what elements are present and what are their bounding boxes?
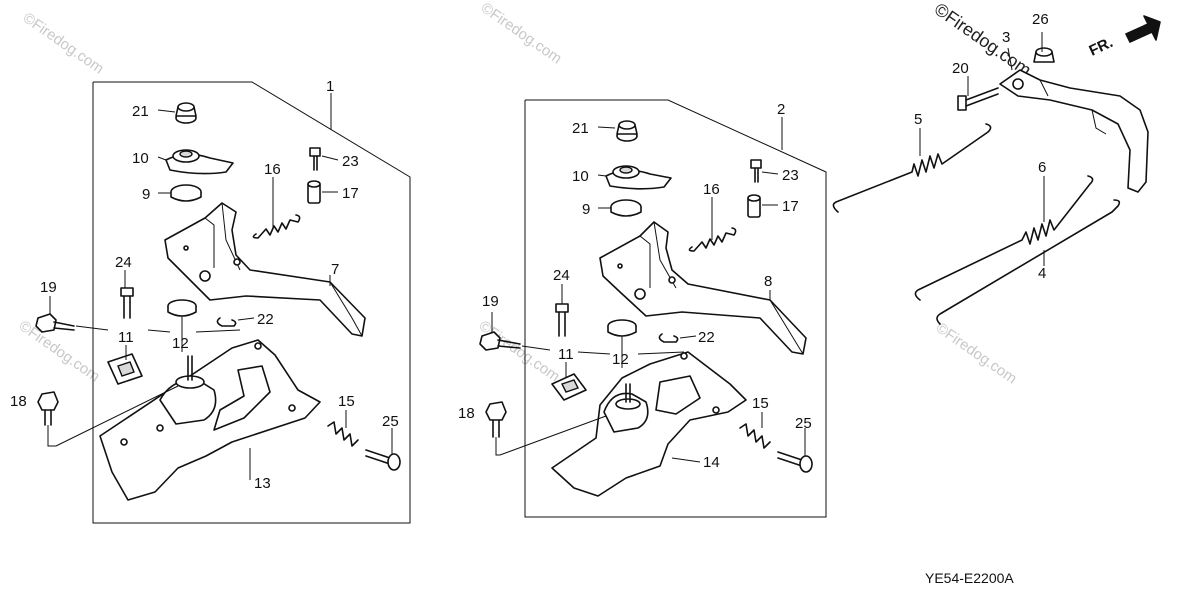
left-assembly-frame [92,81,411,524]
callout-17-middle: 17 [782,198,799,215]
front-direction-label: FR. [1087,34,1116,60]
part-20-bolt [957,87,999,111]
part-15-spring-middle [739,423,771,449]
callout-17-left: 17 [342,185,359,202]
callout-10-left: 10 [132,150,149,167]
part-23-bolt-middle [750,159,762,183]
part-23-bolt-left [309,147,321,171]
callout-5: 5 [914,111,922,128]
part-26-nut [1033,47,1055,63]
callout-9-middle: 9 [582,201,590,218]
callout-18-middle: 18 [458,405,475,422]
part-16-spring-left [252,214,301,239]
watermark: ©Firedog.com [931,0,1035,80]
middle-assembly-frame [524,99,827,518]
part-17-collar-left [307,180,321,204]
part-12-washer-middle [607,319,637,337]
leader-lines-middle [491,117,806,463]
part-24-bolt-middle [555,303,569,337]
part-13-base-plate-left [99,339,321,501]
callout-13: 13 [254,475,271,492]
callout-15-middle: 15 [752,395,769,412]
part-16-spring-middle [688,227,737,252]
part-15-spring-left [327,421,359,447]
callout-19-left: 19 [40,279,57,296]
callout-21-left: 21 [132,103,149,120]
part-9-washer-middle [610,199,642,217]
part-10-flange-middle [605,165,672,190]
part-21-nut-middle [616,120,638,142]
callout-2: 2 [777,101,785,118]
watermark: ©Firedog.com [478,0,565,67]
part-22-clip-middle [658,333,679,343]
callout-18-left: 18 [10,393,27,410]
part-9-washer-left [170,184,202,202]
part-11-clip-nut-left [107,353,143,385]
watermark: ©Firedog.com [20,9,107,77]
part-24-bolt-left [120,287,134,319]
part-19-bolt-left [35,313,75,333]
callout-24-left: 24 [115,254,132,271]
callout-labels: 1 21 10 23 16 9 17 24 7 19 22 11 12 18 1… [10,11,1049,492]
watermark: ©Firedog.com [933,319,1020,387]
callout-26: 26 [1032,11,1049,28]
callout-15-left: 15 [338,393,355,410]
callout-24-middle: 24 [553,267,570,284]
callout-3: 3 [1002,29,1010,46]
part-12-washer-left [167,299,197,317]
part-21-nut-left [175,102,197,124]
callout-14: 14 [703,454,720,471]
part-19-bolt-middle [479,331,521,351]
callout-23-left: 23 [342,153,359,170]
callout-4: 4 [1038,265,1046,282]
part-14-base-plate-middle [551,351,747,497]
callout-22-middle: 22 [698,329,715,346]
part-18-bolt-left [37,391,59,426]
part-10-flange-left [165,149,234,175]
callout-25-middle: 25 [795,415,812,432]
callout-16-middle: 16 [703,181,720,198]
part-25-screw-middle [777,451,813,473]
front-direction-arrow: FR. [1087,15,1161,60]
watermark: ©Firedog.com [476,317,563,385]
callout-23-middle: 23 [782,167,799,184]
part-6-spring-rod [914,175,1094,301]
callout-12-middle: 12 [612,351,629,368]
part-3-throttle-arm [999,69,1149,193]
callout-7: 7 [331,261,339,278]
callout-21-middle: 21 [572,120,589,137]
callout-9-left: 9 [142,186,150,203]
callout-8: 8 [764,273,772,290]
leader-lines-right [919,32,1045,266]
part-17-collar-middle [747,194,761,218]
callout-11-left: 11 [118,329,134,346]
part-11-clip-nut-middle [551,373,587,401]
part-5-spring-rod [832,123,992,213]
callout-6: 6 [1038,159,1046,176]
part-4-rod [936,199,1121,325]
callout-11-middle: 11 [558,346,574,363]
leader-lines-left [47,93,393,480]
callout-20: 20 [952,60,969,77]
callout-12-left: 12 [172,335,189,352]
part-22-clip-left [216,317,237,327]
callout-19-middle: 19 [482,293,499,310]
callout-22-left: 22 [257,311,274,328]
callout-25-left: 25 [382,413,399,430]
callout-1: 1 [326,78,334,95]
part-25-screw-left [365,449,401,471]
diagram-code: YE54-E2200A [925,570,1014,586]
callout-10-middle: 10 [572,168,589,185]
part-18-bolt-middle [485,401,507,438]
callout-16-left: 16 [264,161,281,178]
part-7-control-lever-left [164,202,366,337]
part-8-control-lever-middle [599,221,807,355]
